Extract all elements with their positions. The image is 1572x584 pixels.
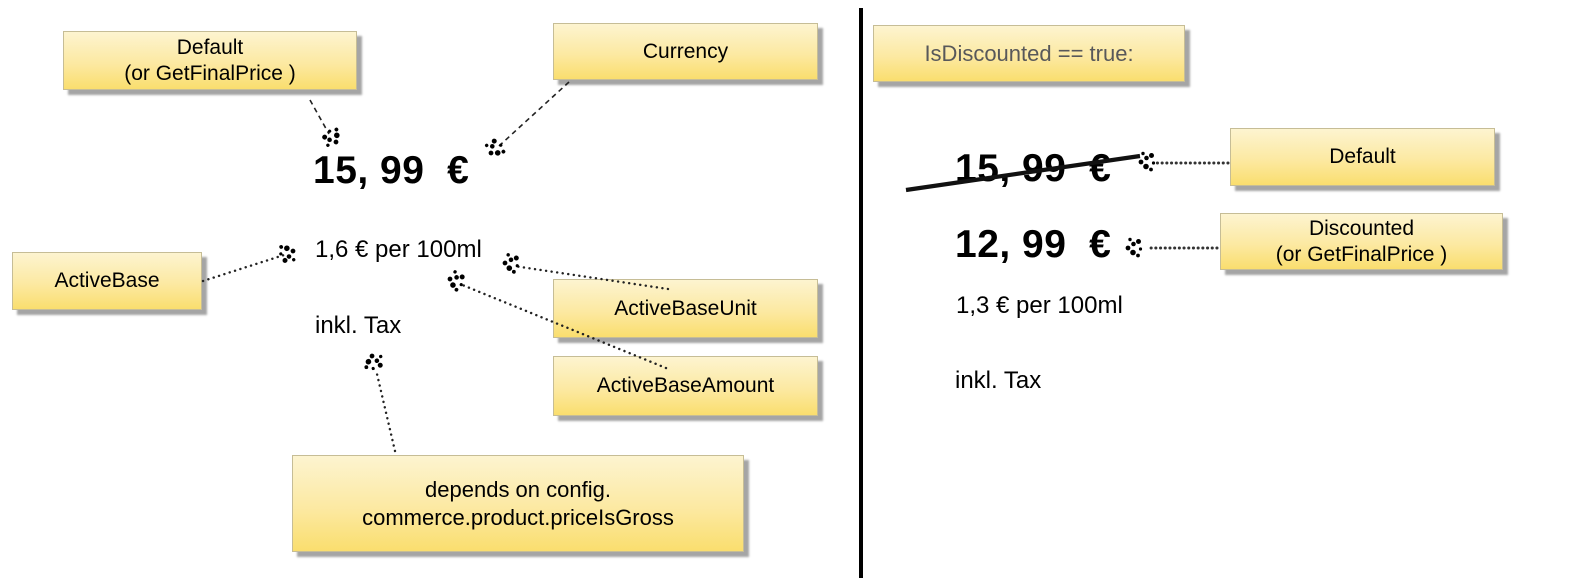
- note-default-right-label: Default: [1329, 145, 1396, 168]
- note-depends-line1: depends on config.: [425, 476, 611, 502]
- note-isdiscounted-condition: IsDiscounted == true:: [873, 25, 1185, 82]
- note-currency: Currency: [553, 23, 818, 80]
- tax-note-default: inkl. Tax: [315, 312, 402, 339]
- price-default: 15, 99 €: [313, 149, 470, 192]
- unit-price-default: 1,6 € per 100ml: [315, 236, 482, 263]
- note-default-line2: (or GetFinalPrice ): [124, 61, 296, 85]
- note-currency-label: Currency: [642, 39, 729, 63]
- price-discounted: 12, 99 €: [955, 223, 1112, 266]
- note-discounted: Discounted (or GetFinalPrice ): [1220, 213, 1503, 270]
- unit-price-discounted: 1,3 € per 100ml: [956, 292, 1123, 319]
- tax-note-discounted: inkl. Tax: [955, 367, 1042, 394]
- note-depends-line2: commerce.product.priceIsGross: [362, 504, 674, 530]
- arrow-activebase-to-unitprice: [201, 241, 299, 283]
- note-default-line1: Default: [176, 35, 244, 59]
- note-default: Default (or GetFinalPrice ): [63, 31, 357, 90]
- arrow-default-to-oldprice: [1138, 151, 1230, 172]
- arrow-discounted-to-newprice: [1125, 237, 1219, 258]
- note-active-base-unit-label: ActiveBaseUnit: [614, 296, 757, 320]
- note-active-base-label: ActiveBase: [54, 269, 160, 292]
- note-isdiscounted-label: IsDiscounted == true:: [924, 40, 1134, 66]
- note-active-base: ActiveBase: [12, 252, 202, 310]
- note-active-base-unit: ActiveBaseUnit: [553, 279, 818, 338]
- note-default-right: Default: [1230, 128, 1495, 186]
- note-depends-on-config: depends on config. commerce.product.pric…: [292, 455, 744, 552]
- note-discounted-line1: Discounted: [1308, 216, 1415, 240]
- arrow-currency-to-euro: [482, 81, 570, 162]
- note-active-base-amount-label: ActiveBaseAmount: [596, 374, 775, 397]
- arrow-default-to-price: [309, 99, 346, 150]
- arrow-depends-to-tax: [362, 351, 397, 453]
- note-discounted-line2: (or GetFinalPrice ): [1275, 242, 1448, 266]
- note-active-base-amount: ActiveBaseAmount: [553, 356, 818, 416]
- price-old-struck: 15, 99 €: [955, 147, 1112, 190]
